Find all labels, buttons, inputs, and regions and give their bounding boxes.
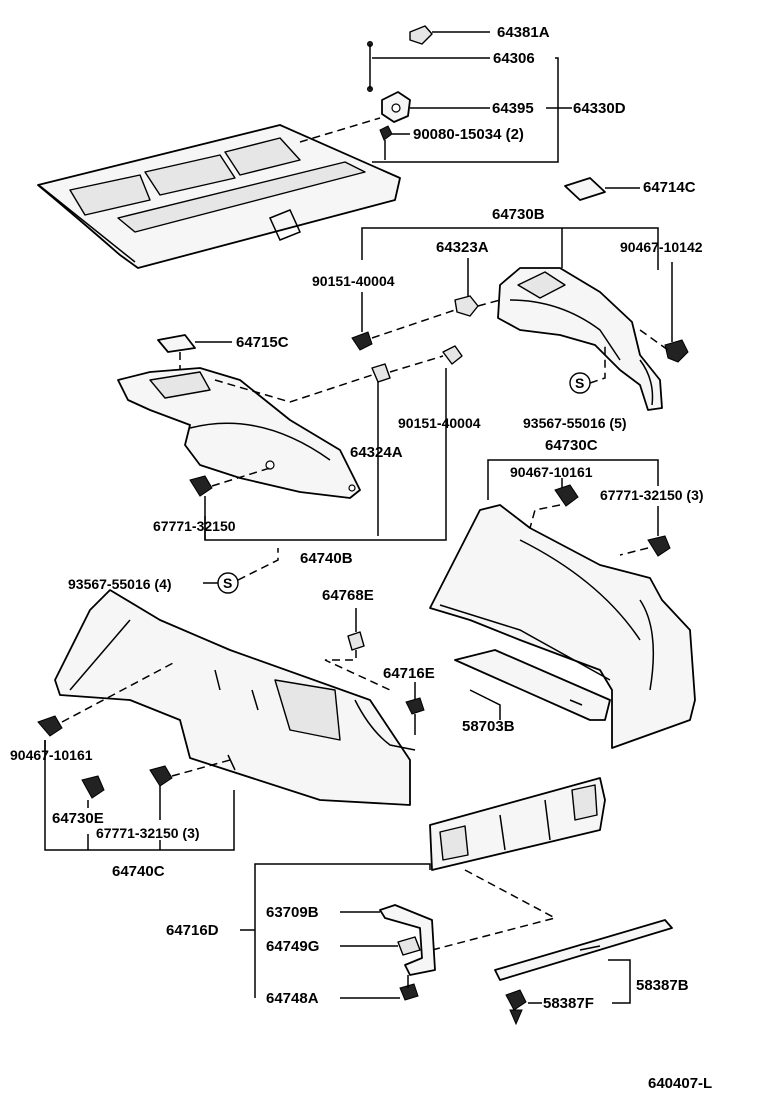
fastener-64323A — [454, 295, 479, 317]
bracket-63709B — [379, 904, 436, 976]
clip-67771-32150-right — [647, 535, 671, 557]
part-labels: 64381A 64306 64395 64330D 90080-15034 (2… — [10, 24, 712, 1092]
clip-64381A — [409, 25, 433, 45]
label-64716E: 64716E — [383, 665, 435, 682]
clip-58387F — [505, 989, 527, 1026]
label-58387B: 58387B — [636, 977, 689, 994]
rivet-64716E — [405, 697, 425, 735]
trim-64740C — [54, 589, 416, 806]
rear-panel-trim — [429, 777, 606, 871]
label-64749G: 64749G — [266, 938, 319, 955]
label-93567-55016-5: 93567-55016 (5) — [523, 415, 627, 431]
trim-64730C — [429, 504, 696, 749]
trim-64740B — [117, 367, 361, 499]
label-64730C: 64730C — [545, 437, 598, 454]
dash-right-clip — [639, 329, 669, 351]
plate-64714C — [564, 177, 606, 201]
clip-90467-10142 — [664, 339, 689, 363]
dash-64740B-b — [389, 355, 444, 373]
label-90151-40004-lower: 90151-40004 — [398, 415, 481, 431]
label-64715C: 64715C — [236, 334, 289, 351]
clip-64730E — [81, 775, 105, 799]
dash-64730C-a — [529, 504, 561, 529]
plate-64715C — [157, 334, 196, 353]
label-90467-10142: 90467-10142 — [620, 239, 703, 255]
package-tray-trim — [37, 124, 401, 269]
label-90080-15034: 90080-15034 (2) — [413, 126, 524, 143]
label-67771-32150-3-right: 67771-32150 (3) — [600, 487, 704, 503]
dash-64740B-c — [211, 467, 271, 487]
hook-64395 — [381, 91, 411, 123]
svg-text:S: S — [575, 375, 584, 391]
dash-64768E — [324, 650, 391, 691]
clip-90467-10161-upper — [554, 484, 579, 507]
label-64730B: 64730B — [492, 206, 545, 223]
label-67771-32150-3-lower: 67771-32150 (3) — [96, 825, 200, 841]
clip-64768E — [347, 631, 365, 651]
dash-s-upper — [589, 345, 606, 384]
washer-64749G — [397, 936, 421, 956]
label-64324A: 64324A — [350, 444, 403, 461]
label-93567-55016-4: 93567-55016 (4) — [68, 576, 172, 592]
dash-rear-panel — [431, 869, 558, 951]
label-58387F: 58387F — [543, 995, 594, 1012]
screw-90080-15034 — [379, 125, 393, 160]
trim-64730B — [497, 267, 663, 411]
label-90467-10161-upper: 90467-10161 — [510, 464, 593, 480]
label-67771-32150: 67771-32150 — [153, 518, 236, 534]
panel-58387B — [494, 919, 673, 981]
leader-lines — [44, 31, 673, 1004]
screw-90151-40004-lower — [442, 345, 463, 365]
label-63709B: 63709B — [266, 904, 319, 921]
label-64768E: 64768E — [322, 587, 374, 604]
diagram-id: 640407-L — [648, 1075, 712, 1092]
tray-to-hook-line — [299, 117, 381, 143]
label-64716D: 64716D — [166, 922, 219, 939]
clip-90467-10161-lower — [37, 715, 63, 737]
dash-64740C-b — [171, 759, 231, 777]
dash-s-lower — [237, 548, 279, 581]
dash-64730C-b — [619, 547, 649, 556]
label-90151-40004-upper: 90151-40004 — [312, 273, 395, 289]
nut-64748A — [399, 975, 419, 1001]
label-64740C: 64740C — [112, 863, 165, 880]
clip-67771-32150-left — [189, 475, 213, 497]
label-58703B: 58703B — [462, 718, 515, 735]
label-64381A: 64381A — [497, 24, 550, 41]
svg-text:S: S — [223, 575, 232, 591]
panel-58703B — [454, 649, 611, 721]
label-64323A: 64323A — [436, 239, 489, 256]
label-64395: 64395 — [492, 100, 534, 117]
label-64748A: 64748A — [266, 990, 319, 1007]
label-64330D: 64330D — [573, 100, 626, 117]
screw-90151-40004-upper — [351, 331, 373, 351]
label-64714C: 64714C — [643, 179, 696, 196]
label-64306: 64306 — [493, 50, 535, 67]
label-64740B: 64740B — [300, 550, 353, 567]
dash-64740B-a — [214, 374, 373, 403]
s-clip-lower: S — [217, 572, 239, 594]
dash-64730B-trim — [477, 299, 501, 307]
s-clip-upper: S — [569, 372, 591, 394]
label-90467-10161-lower: 90467-10161 — [10, 747, 93, 763]
dash-64323A — [371, 309, 456, 339]
label-64730E: 64730E — [52, 810, 104, 827]
dash-64740C-a — [61, 661, 176, 723]
clip-67771-32150-lower — [149, 765, 173, 787]
block-64324A — [371, 363, 391, 383]
